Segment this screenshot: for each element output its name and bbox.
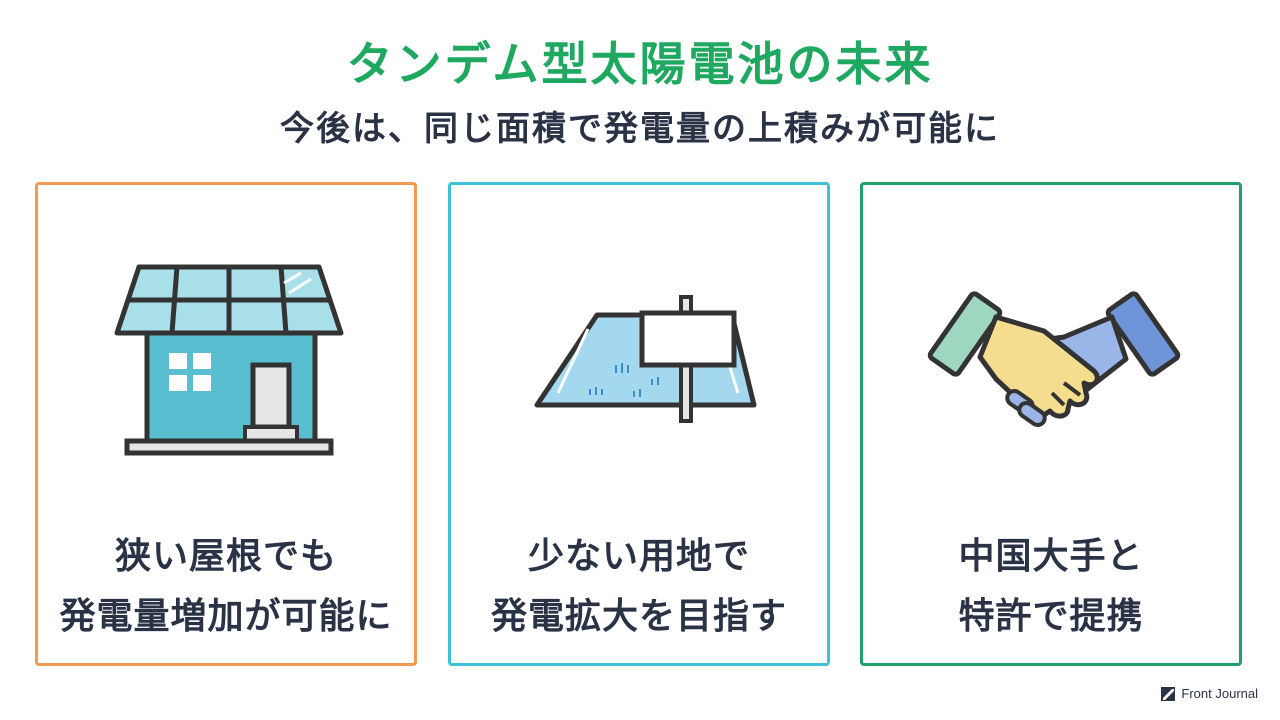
land-plot-with-sign-icon [534,295,757,423]
page-subtitle: 今後は、同じ面積で発電量の上積みが可能に [280,109,1000,149]
card-partnership: 中国大手と 特許で提携 [860,182,1242,666]
card-narrow-roof: 狭い屋根でも 発電量増加が可能に [35,182,417,666]
card-caption-line2: 発電拡大を目指す [490,596,787,637]
card-caption: 少ない用地で 発電拡大を目指す [451,527,827,647]
card-caption: 中国大手と 特許で提携 [863,527,1239,647]
house-with-solar-panels-icon [114,264,344,456]
front-journal-logo-icon [1161,686,1176,701]
brand: Front Journal [1161,686,1258,701]
card-caption: 狭い屋根でも 発電量増加が可能に [38,527,414,647]
card-small-land: 少ない用地で 発電拡大を目指す [448,182,830,666]
brand-name: Front Journal [1181,686,1258,701]
card-caption-line1: 狭い屋根でも [114,536,337,577]
card-caption-line2: 特許で提携 [958,596,1144,637]
card-caption-line2: 発電量増加が可能に [59,596,393,637]
handshake-icon [927,291,1181,428]
card-caption-line1: 中国大手と [958,536,1144,577]
page-title: タンデム型太陽電池の未来 [346,37,934,91]
card-caption-line1: 少ない用地で [527,536,750,577]
